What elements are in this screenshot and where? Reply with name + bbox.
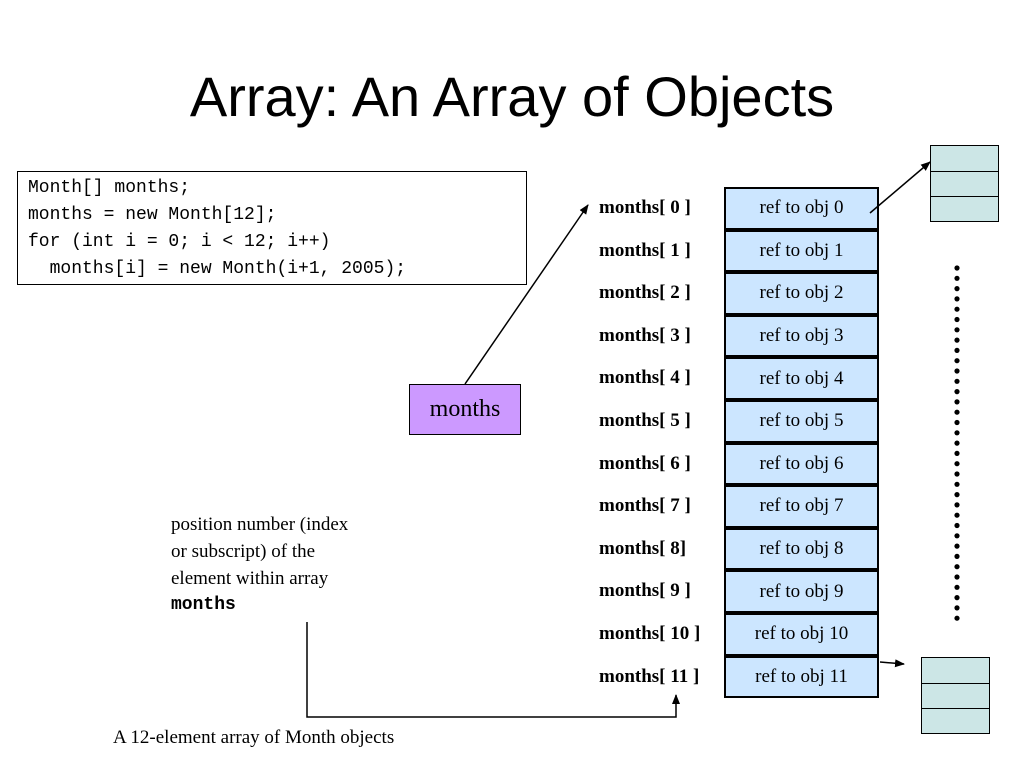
array-index-label: months[ 10 ] bbox=[599, 623, 701, 644]
ellipsis-dot bbox=[954, 327, 960, 333]
month-object-bottom bbox=[921, 657, 990, 734]
ellipsis-dot bbox=[954, 368, 960, 374]
array-index-label: months[ 11 ] bbox=[599, 665, 700, 687]
array-cell: ref to obj 0 bbox=[724, 187, 879, 230]
ellipsis-dot bbox=[954, 522, 960, 529]
array-cell: ref to obj 1 bbox=[724, 229, 879, 273]
ellipsis-dot bbox=[954, 378, 960, 384]
ellipsis-dot bbox=[954, 337, 960, 343]
ellipsis-dot bbox=[954, 471, 960, 477]
array-cell: ref to obj 7 bbox=[724, 485, 879, 528]
object-field bbox=[922, 684, 989, 709]
array-index-label: months[ 9 ] bbox=[599, 580, 691, 602]
ellipsis-dot bbox=[954, 347, 960, 353]
annotation-line: element within array bbox=[171, 568, 329, 589]
array-cell: ref to obj 10 bbox=[724, 613, 879, 656]
ellipsis-dot bbox=[954, 286, 960, 292]
array-index-label: months[ 4 ] bbox=[599, 367, 691, 389]
ellipsis-dot bbox=[954, 533, 960, 539]
ellipsis-dot bbox=[954, 430, 960, 436]
object-field bbox=[931, 172, 998, 197]
ellipsis-dot bbox=[954, 265, 960, 271]
array-cell: ref to obj 6 bbox=[724, 442, 879, 486]
months-reference-box: months bbox=[409, 384, 521, 435]
ellipsis-dot bbox=[954, 450, 960, 456]
code-line: months = new Month[12]; bbox=[28, 205, 277, 225]
ellipsis-dot bbox=[954, 306, 960, 312]
annotation-line: position number (index bbox=[171, 514, 349, 535]
code-snippet: Month[] months; months = new Month[12]; … bbox=[17, 171, 527, 285]
array-cell: ref to obj 8 bbox=[724, 527, 879, 571]
annotation-array-name: months bbox=[171, 595, 236, 615]
array-index-label: months[ 3 ] bbox=[599, 324, 691, 346]
ellipsis-dot bbox=[954, 316, 960, 323]
ellipsis-dot bbox=[954, 543, 960, 549]
months-to-array-arrow bbox=[464, 204, 589, 385]
array-index-label: months[ 7 ] bbox=[599, 495, 691, 517]
array-cell: ref to obj 4 bbox=[724, 357, 879, 400]
obj0-arrow bbox=[869, 161, 931, 214]
ellipsis-dot bbox=[954, 389, 960, 395]
code-line: for (int i = 0; i < 12; i++) bbox=[28, 232, 331, 252]
array-cell: ref to obj 5 bbox=[724, 400, 879, 443]
ellipsis-dot bbox=[954, 409, 960, 415]
annotation-line: or subscript) of the bbox=[171, 541, 316, 562]
array-cell: ref to obj 2 bbox=[724, 272, 879, 315]
ellipsis-dot bbox=[954, 296, 960, 302]
ellipsis-dot bbox=[954, 595, 960, 601]
array-cell: ref to obj 9 bbox=[724, 570, 879, 613]
array-cell: ref to obj 11 bbox=[724, 655, 879, 699]
ellipsis-dot bbox=[954, 584, 960, 590]
ellipsis-dot bbox=[954, 615, 960, 621]
ellipsis-dot bbox=[954, 492, 960, 498]
array-index-label: months[ 6 ] bbox=[599, 452, 691, 474]
ellipsis-dot bbox=[954, 553, 960, 560]
array-cell: ref to obj 3 bbox=[724, 314, 879, 358]
index-pointer-arrow bbox=[306, 622, 680, 718]
ellipsis-dot bbox=[954, 358, 960, 364]
ellipsis-dot bbox=[954, 574, 960, 580]
code-line: months[i] = new Month(i+1, 2005); bbox=[28, 259, 407, 279]
array-index-label: months[ 1 ] bbox=[599, 239, 691, 261]
index-annotation: position number (index or subscript) of … bbox=[171, 511, 401, 619]
object-field bbox=[931, 146, 998, 172]
code-line: Month[] months; bbox=[28, 178, 191, 198]
ellipsis-dot bbox=[954, 502, 960, 508]
slide-title: Array: An Array of Objects bbox=[189, 65, 835, 128]
ellipsis-dot bbox=[954, 605, 960, 611]
ellipsis-dot bbox=[954, 275, 960, 281]
array-index-label: months[ 0 ] bbox=[599, 197, 691, 218]
ellipsis-dot bbox=[954, 564, 960, 570]
month-object-top bbox=[930, 145, 999, 222]
ellipsis-dot bbox=[954, 461, 960, 467]
ellipsis-dots bbox=[954, 265, 960, 621]
ellipsis-dot bbox=[954, 399, 960, 405]
ellipsis-dot bbox=[954, 481, 960, 487]
array-index-label: months[ 2 ] bbox=[599, 282, 691, 304]
object-field bbox=[922, 658, 989, 684]
diagram-caption: A 12-element array of Month objects bbox=[113, 727, 395, 748]
ellipsis-dot bbox=[954, 440, 960, 446]
ellipsis-dot bbox=[954, 512, 960, 518]
obj11-arrow bbox=[879, 659, 905, 668]
ellipsis-dot bbox=[954, 419, 960, 426]
array-index-label: months[ 8] bbox=[599, 537, 687, 559]
array-index-label: months[ 5 ] bbox=[599, 410, 691, 431]
